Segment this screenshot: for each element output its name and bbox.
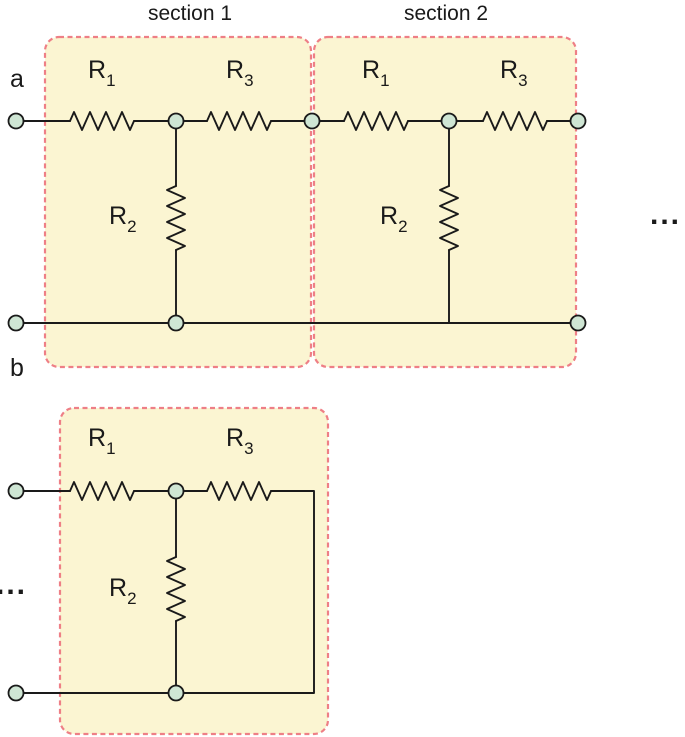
resistor-r3-final	[206, 481, 272, 501]
node	[167, 684, 185, 702]
resistor-r3-section-2	[482, 111, 548, 131]
node	[303, 112, 321, 130]
continuation-ellipsis-right: ...	[650, 198, 681, 231]
node	[167, 112, 185, 130]
section-2-box	[312, 35, 578, 369]
section-2-title: section 2	[404, 2, 488, 25]
resistor-r2-final	[166, 556, 186, 622]
label-r1-section-1: R1	[88, 56, 116, 90]
terminal-a-label: a	[10, 65, 24, 93]
node	[440, 112, 458, 130]
resistor-r2-section-2	[439, 185, 459, 251]
node	[569, 112, 587, 130]
label-r2-section-1: R2	[109, 202, 137, 236]
resistor-r3-section-1	[206, 111, 272, 131]
final-section-box	[58, 406, 330, 736]
label-r1-section-2: R1	[362, 56, 390, 90]
label-r1-final: R1	[88, 424, 116, 458]
continuation-ellipsis-left: ...	[0, 568, 27, 601]
node-terminal-b	[7, 314, 25, 332]
node	[7, 482, 25, 500]
node	[167, 482, 185, 500]
resistor-r1-section-2	[343, 111, 409, 131]
terminal-b-label: b	[10, 354, 24, 382]
resistor-r1-section-1	[69, 111, 135, 131]
node	[167, 314, 185, 332]
label-r2-final: R2	[109, 574, 137, 608]
section-1-title: section 1	[148, 2, 232, 25]
label-r3-section-2: R3	[500, 56, 528, 90]
label-r3-section-1: R3	[226, 56, 254, 90]
node	[7, 684, 25, 702]
label-r2-section-2: R2	[380, 202, 408, 236]
resistor-r1-final	[69, 481, 135, 501]
node-terminal-a	[7, 112, 25, 130]
label-r3-final: R3	[226, 424, 254, 458]
wire-termination-loop	[15, 490, 315, 694]
resistor-r2-section-1	[166, 185, 186, 251]
node	[569, 314, 587, 332]
